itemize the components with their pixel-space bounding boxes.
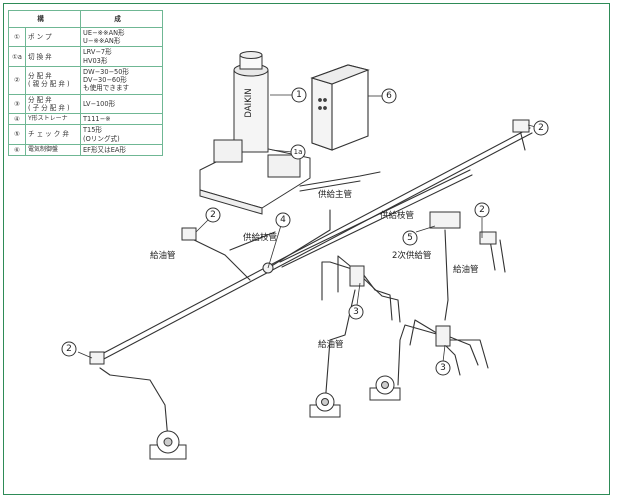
legend-name: Y形ストレーナ	[25, 113, 81, 126]
label-supply-secondary: 2次供給管	[392, 250, 431, 261]
distributor-center-right	[479, 231, 497, 245]
feed-line-right-down	[444, 229, 449, 321]
pump-outlet-pipe	[299, 171, 381, 187]
distributor-right	[512, 119, 530, 133]
callout-child-valve-right	[435, 360, 451, 376]
legend-header-left: 構	[8, 10, 81, 28]
legend-num: ①a	[8, 46, 26, 67]
bearing-left	[149, 430, 187, 460]
legend-header-right: 成	[80, 10, 163, 28]
supply-branch-left	[189, 209, 331, 281]
callout-strainer	[275, 212, 291, 228]
callout-switch-valve-text: 1a	[294, 148, 303, 156]
legend-name: ポンプ	[25, 26, 81, 48]
legend-value: LV−100形	[80, 93, 163, 115]
callout-check-valve-text: 5	[407, 233, 413, 243]
distributor-left	[181, 227, 197, 241]
legend-num: ①	[8, 26, 26, 48]
callout-distributor-left-text: 2	[210, 210, 216, 220]
legend-num: ③	[8, 93, 26, 115]
legend-value: DW−30−50形 DV−30−60形 も使用できます	[80, 65, 163, 95]
callout-pump	[291, 87, 307, 103]
legend-value: T111−※	[80, 113, 163, 126]
legend-value: EF形又はEA形	[80, 143, 163, 157]
pump-brand-text: DAIKIN	[244, 88, 254, 117]
legend-row: ①a 切換弁 LRV−7形 HV03形	[8, 46, 163, 67]
distributor-bottom-left	[89, 351, 105, 365]
legend-row: ⑤ チェック弁 T15形 (Oリング式)	[8, 124, 163, 145]
callout-control-panel-text: 6	[386, 91, 392, 101]
feed-line-left	[99, 367, 169, 441]
legend-value: UE−※※AN形 U−※※AN形	[80, 26, 163, 48]
callout-check-valve	[402, 230, 418, 246]
pump-unit	[199, 51, 311, 215]
callout-pump-text: 1	[296, 90, 302, 100]
legend-row: ③ 分配弁 (子分配弁) LV−100形	[8, 93, 163, 115]
callout-distributor-right-text: 2	[538, 123, 544, 133]
bearing-center	[309, 392, 341, 418]
supply-main-pipe	[97, 127, 533, 362]
label-oil-feed-center: 給油管	[318, 339, 344, 350]
callout-distributor-center-right	[474, 202, 490, 218]
legend-num: ⑥	[8, 143, 26, 157]
legend-num: ④	[8, 113, 26, 126]
check-valve	[429, 211, 461, 229]
legend-name: 電気制御盤	[25, 143, 81, 157]
child-valve-center	[349, 265, 365, 287]
component-legend-table: 構 成 ① ポンプ UE−※※AN形 U−※※AN形 ①a 切換弁 LRV−7形…	[8, 10, 163, 157]
legend-num: ②	[8, 65, 26, 95]
callout-switch-valve	[290, 144, 306, 160]
label-supply-branch-center: 供給枝管	[380, 210, 414, 221]
child-valve-right	[435, 325, 451, 347]
legend-value: T15形 (Oリング式)	[80, 124, 163, 145]
callout-distributor-bottom-left-text: 2	[66, 344, 72, 354]
bearing-right	[369, 375, 401, 401]
legend-row: ① ポンプ UE−※※AN形 U−※※AN形	[8, 26, 163, 48]
callout-distributor-left	[205, 207, 221, 223]
feed-lines-center	[321, 255, 401, 406]
legend-row: ④ Y形ストレーナ T111−※	[8, 113, 163, 126]
callout-child-valve-center-text: 3	[353, 307, 359, 317]
legend-name: 分配弁 (親分配弁)	[25, 65, 81, 95]
legend-row: ② 分配弁 (親分配弁) DW−30−50形 DV−30−60形 も使用できます	[8, 65, 163, 95]
label-supply-branch-left: 供給枝管	[243, 232, 277, 243]
legend-name: 切換弁	[25, 46, 81, 67]
legend-value: LRV−7形 HV03形	[80, 46, 163, 67]
label-oil-feed-left: 給油管	[150, 250, 176, 261]
callout-distributor-bottom-left	[61, 341, 77, 357]
callout-strainer-text: 4	[280, 215, 286, 225]
callout-child-valve-right-text: 3	[440, 363, 446, 373]
callout-distributor-right	[533, 120, 549, 136]
callout-control-panel	[381, 88, 397, 104]
legend-header-row: 構 成	[8, 10, 163, 28]
callout-child-valve-center	[348, 304, 364, 320]
label-oil-feed-right: 給油管	[453, 264, 479, 275]
legend-num: ⑤	[8, 124, 26, 145]
control-panel	[310, 64, 370, 151]
supply-secondary-pipe	[279, 169, 473, 268]
callout-distributor-center-right-text: 2	[479, 205, 485, 215]
legend-row: ⑥ 電気制御盤 EF形又はEA形	[8, 143, 163, 157]
label-supply-main: 供給主管	[318, 189, 352, 200]
legend-name: チェック弁	[25, 124, 81, 145]
legend-name: 分配弁 (子分配弁)	[25, 93, 81, 115]
